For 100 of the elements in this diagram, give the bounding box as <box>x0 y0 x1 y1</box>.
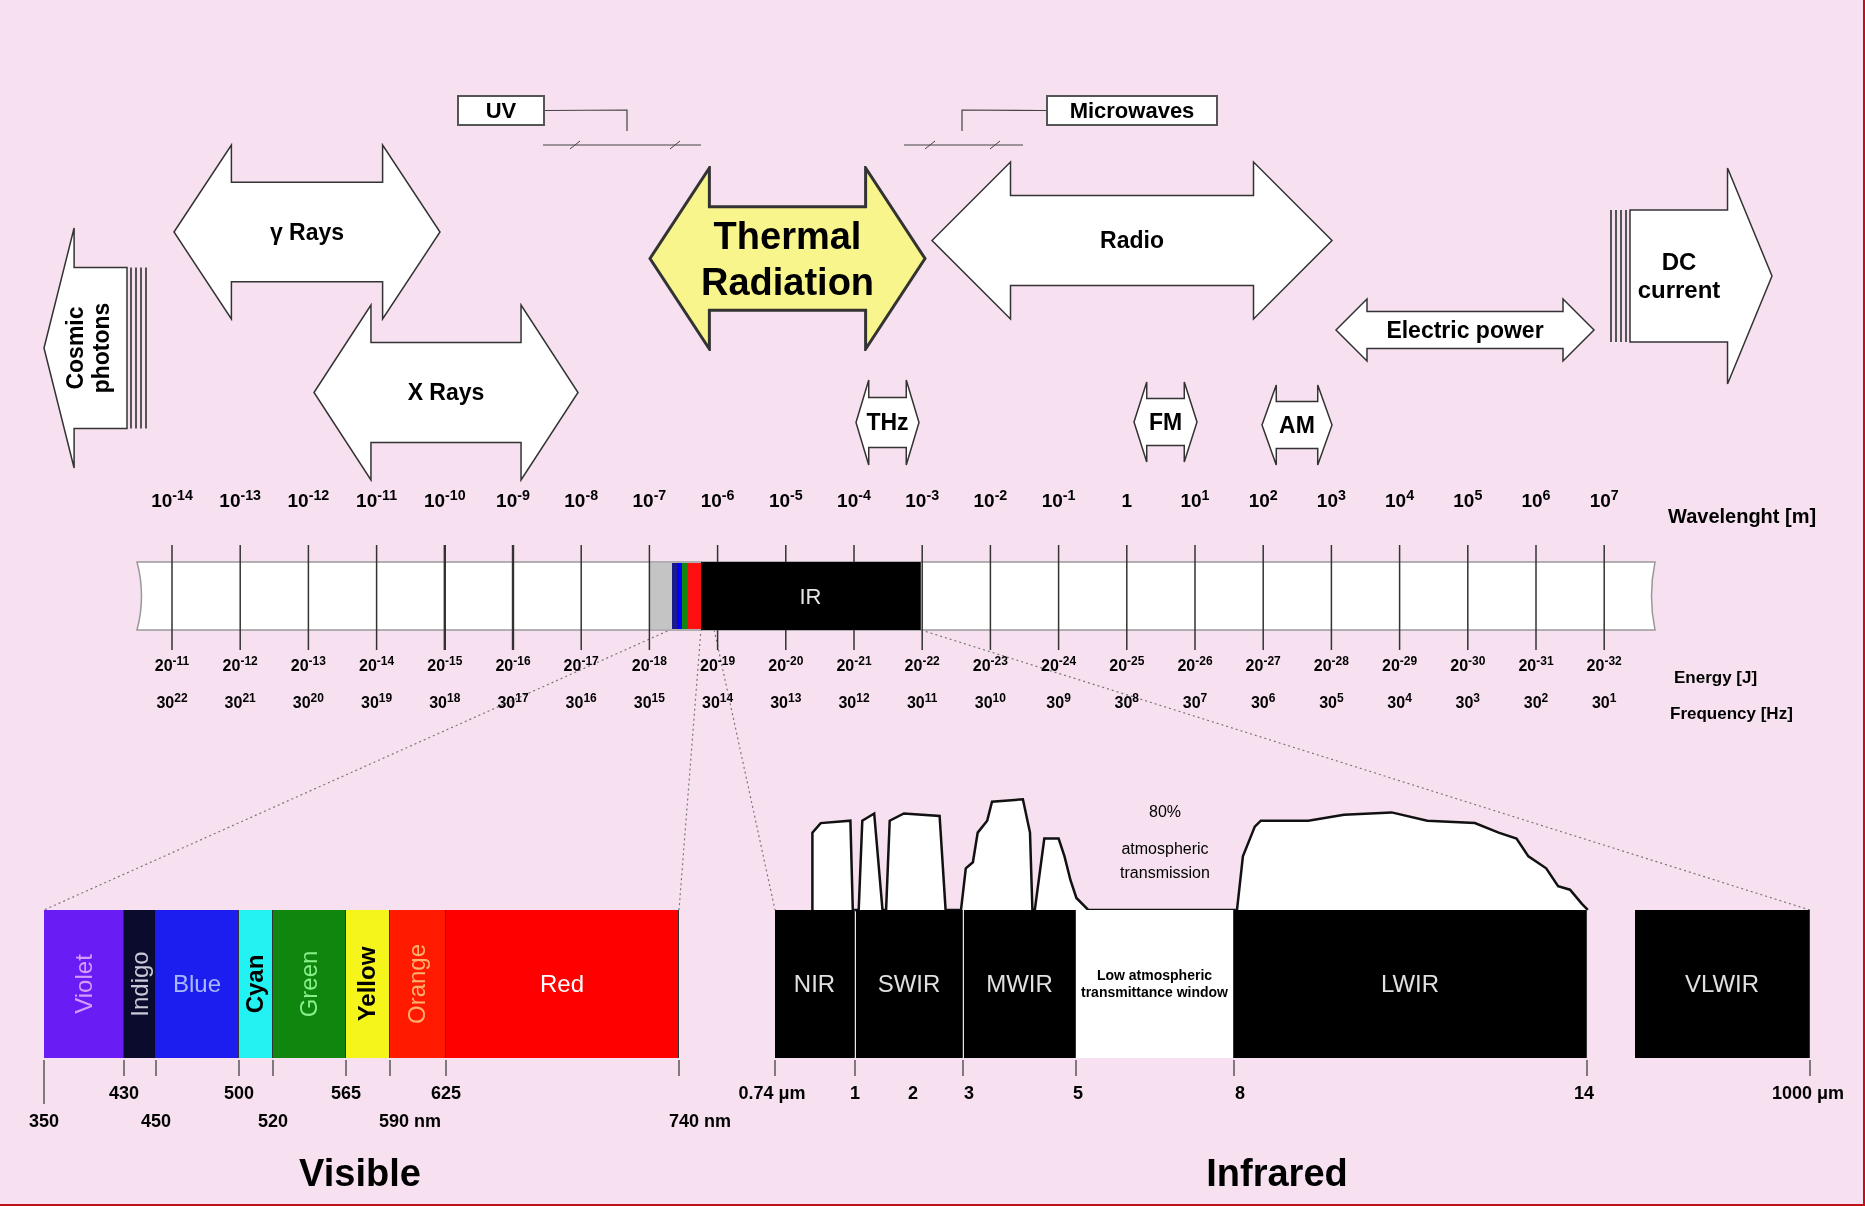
axis-label: 740 nm <box>669 1112 731 1130</box>
band-label: Cyan <box>243 954 268 1014</box>
axis-label: 350 <box>29 1112 59 1130</box>
axis-label: 30$^{4}$ <box>1387 695 1412 711</box>
leader-line <box>544 109 628 132</box>
arrow-label: DC current <box>1636 248 1722 304</box>
axis-label: 20$^{-15}$ <box>427 658 463 674</box>
spectrum-band <box>239 910 273 1058</box>
axis-label: 10$^{2}$ <box>1248 490 1278 510</box>
spectrum-band <box>156 910 239 1058</box>
axis-label: 30$^{12}$ <box>838 695 870 711</box>
axis-label: 30$^{9}$ <box>1046 695 1071 711</box>
axis-label: 30$^{21}$ <box>224 695 256 711</box>
spectrum-band <box>273 910 346 1058</box>
band-label: Low atmospheric transmittance window <box>1080 966 1229 1002</box>
arrow-label: THz <box>866 408 909 437</box>
axis-label: 5 <box>1073 1084 1083 1102</box>
band-label: NIR <box>793 972 836 996</box>
box-label: UV <box>485 99 517 122</box>
double-arrow-shape <box>930 160 1334 321</box>
axis-label: 3 <box>964 1084 974 1102</box>
right-arrow-shape <box>1608 166 1774 386</box>
axis-label: 30$^{17}$ <box>497 695 529 711</box>
leader-line <box>961 109 1047 132</box>
double-arrow-shape <box>854 378 921 467</box>
axis-label: 30$^{10}$ <box>974 695 1006 711</box>
axis-label: 10$^{-7}$ <box>632 490 667 510</box>
arrow-label: Radio <box>1100 226 1164 255</box>
spectrum-band <box>124 910 156 1058</box>
axis-label: 30$^{22}$ <box>156 695 188 711</box>
axis-label: 20$^{-20}$ <box>768 658 804 674</box>
double-arrow-shape <box>1132 380 1199 464</box>
axis-label: 30$^{16}$ <box>565 695 597 711</box>
axis-label: 30$^{19}$ <box>361 695 393 711</box>
axis-label: 20$^{-16}$ <box>495 658 531 674</box>
axis-label: 20$^{-21}$ <box>836 658 872 674</box>
axis-label: 20$^{-18}$ <box>631 658 667 674</box>
arrow-label: Thermal Radiation <box>699 213 876 305</box>
axis-label: 10$^{-9}$ <box>496 490 530 510</box>
axis-label: 20$^{-13}$ <box>290 658 326 674</box>
axis-label: 2 <box>908 1084 918 1102</box>
axis-label: 20$^{-26}$ <box>1177 658 1213 674</box>
axis-label: 30$^{6}$ <box>1250 695 1276 711</box>
axis-label: 10$^{-12}$ <box>287 490 330 510</box>
arrow-label: AM <box>1279 410 1315 440</box>
axis-label: 10$^{5}$ <box>1453 490 1483 510</box>
axis-label: 30$^{11}$ <box>906 695 938 711</box>
axis-label: 30$^{14}$ <box>702 695 734 711</box>
axis-label: 20$^{-22}$ <box>904 658 940 674</box>
double-arrow-shape <box>172 143 442 321</box>
axis-label: 20$^{-24}$ <box>1041 658 1077 674</box>
axis-label: 20$^{-25}$ <box>1109 658 1145 674</box>
axis-label: 1 <box>850 1084 860 1102</box>
axis-label: Infrared <box>1206 1154 1348 1192</box>
axis-label: 20$^{-17}$ <box>563 658 599 674</box>
left-arrow-shape <box>42 226 149 470</box>
spectrum-band <box>701 562 921 630</box>
axis-label: 10$^{6}$ <box>1521 490 1551 510</box>
spectrum-band <box>390 910 446 1058</box>
arrow-label: γ Rays <box>269 217 345 247</box>
double-arrow-shape <box>1260 383 1334 467</box>
axis-label: 30$^{18}$ <box>429 695 461 711</box>
axis-label: 20$^{-14}$ <box>359 658 395 674</box>
axis-label: Energy [J] <box>1674 668 1758 686</box>
axis-label: 80% <box>1149 804 1181 820</box>
axis-label: 10$^{-14}$ <box>151 490 193 510</box>
visible-light-segment <box>672 563 701 629</box>
axis-label: 10$^{-1}$ <box>1041 490 1076 510</box>
axis-label: 30$^{3}$ <box>1455 695 1481 711</box>
axis-label: 20$^{-27}$ <box>1245 658 1281 674</box>
label-box <box>1046 95 1218 126</box>
axis-label: 20$^{-12}$ <box>222 658 258 674</box>
axis-label: 10$^{7}$ <box>1589 490 1619 510</box>
band-label: Green <box>297 950 321 1018</box>
axis-label: atmospheric transmission <box>1119 839 1211 883</box>
arrow-label: FM <box>1148 407 1183 437</box>
box-label: Microwaves <box>1069 99 1195 122</box>
band-label: Indigo <box>127 951 152 1017</box>
axis-label: 30$^{20}$ <box>292 695 324 711</box>
axis-label: 10$^{-2}$ <box>973 490 1008 510</box>
axis-label: 30$^{15}$ <box>633 695 665 711</box>
axis-label: 10$^{1}$ <box>1180 490 1210 510</box>
arrow-label: Electric power <box>1386 315 1544 345</box>
spectrum-band <box>964 910 1076 1058</box>
axis-label: 0.74 μm <box>738 1084 806 1102</box>
double-arrow-shape <box>1334 297 1596 363</box>
band-label: IR <box>799 582 822 611</box>
axis-label: Frequency [Hz] <box>1670 704 1793 722</box>
band-label: Red <box>540 972 584 996</box>
axis-label: 10$^{-5}$ <box>768 490 803 510</box>
spectrum-band <box>446 910 679 1058</box>
axis-label: 8 <box>1235 1084 1245 1102</box>
band-label: VLWIR <box>1684 972 1760 996</box>
band-label: Violet <box>71 954 96 1014</box>
spectrum-band <box>1234 910 1587 1058</box>
band-label: Blue <box>172 972 221 996</box>
spectrum-band <box>44 910 124 1058</box>
axis-label: 10$^{4}$ <box>1385 490 1415 510</box>
arrow-label: X Rays <box>407 378 485 407</box>
axis-label: Visible <box>299 1154 421 1192</box>
